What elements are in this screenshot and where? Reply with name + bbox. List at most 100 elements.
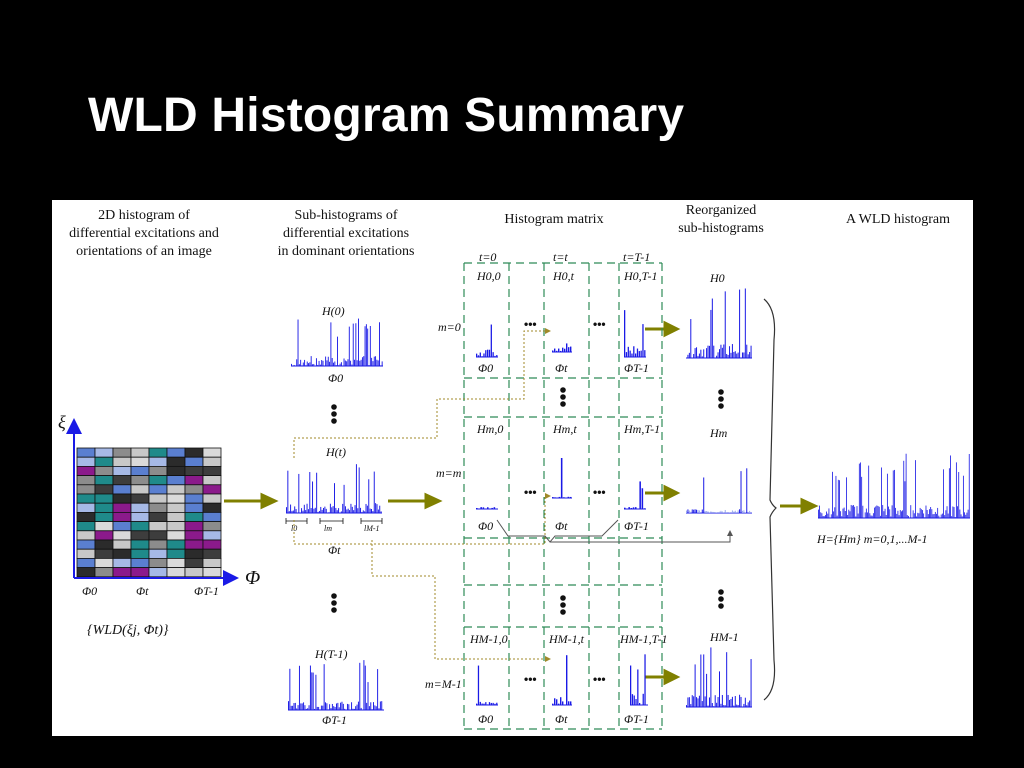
hist-bar (375, 503, 377, 513)
grid-cell (166, 548, 186, 559)
grid-cell (166, 530, 186, 541)
hist-bar (346, 703, 348, 710)
hist-bar (633, 346, 635, 357)
hist-bar (905, 453, 907, 518)
hist-bar (741, 510, 743, 513)
hist-bar (642, 693, 644, 705)
hist-bar (310, 356, 312, 366)
grid-cell (76, 548, 96, 559)
hist-bar (720, 703, 722, 707)
hist-bar (492, 352, 494, 357)
grid-cell (130, 539, 150, 550)
hist-bar (339, 363, 341, 366)
grid-cell (112, 456, 132, 467)
hist-bar (749, 700, 751, 707)
phi-r0-c0: Φ0 (478, 361, 493, 375)
hist-bar (485, 702, 487, 705)
hist-bar (377, 669, 379, 710)
seg-lm: lm (324, 524, 332, 533)
grid-cell (184, 502, 204, 513)
hist-bar (292, 510, 294, 513)
hist-bar (950, 455, 951, 518)
hist-bar (371, 709, 373, 710)
hist-bar (476, 507, 478, 509)
caption-col1-line2: differential excitations and (69, 226, 219, 241)
hist-bar (362, 510, 364, 513)
hist-bar (379, 701, 381, 710)
hist-bar (313, 508, 315, 513)
y-axis-symbol: ξ (58, 412, 66, 432)
hist-bar (701, 356, 703, 358)
guide-lines (293, 328, 551, 662)
hist-bar (862, 505, 864, 518)
hist-bar (625, 352, 628, 357)
hist-bar (493, 507, 496, 509)
hist-bar (560, 458, 563, 498)
grid-cell (202, 456, 222, 467)
hist-bar (305, 365, 307, 366)
grid-cell (130, 484, 150, 495)
hist-bar (741, 352, 743, 358)
hist-bar (624, 507, 626, 509)
dot (718, 396, 724, 402)
dot (560, 387, 566, 393)
arrows-olive (224, 320, 819, 686)
hist-bar (826, 511, 827, 518)
grid-cell (166, 447, 186, 458)
hist-bar (290, 504, 292, 513)
hist-bar (923, 513, 925, 518)
hist-bar (940, 514, 942, 518)
hist-bar (937, 507, 939, 518)
guide-bottom (371, 540, 551, 662)
hist-bar (331, 507, 333, 513)
hist-bar (739, 289, 741, 358)
hist-bar (637, 669, 639, 705)
phi-r2-c0: Φ0 (478, 712, 493, 726)
matrix-col-tt: t=t (553, 250, 568, 264)
hist-bar (314, 507, 316, 513)
hist-bar (322, 705, 324, 710)
hist-bar (328, 512, 330, 513)
hist-bar (872, 513, 874, 518)
hist-bar (713, 706, 715, 707)
hist-bar (301, 703, 303, 710)
hist-bar (832, 471, 833, 518)
hist-bar (317, 364, 319, 366)
hist-bar (371, 508, 372, 513)
hist-bar (485, 350, 487, 357)
hist-bar (496, 355, 498, 357)
hist-bar (308, 363, 310, 366)
hist-bar (338, 508, 340, 513)
dot (718, 603, 724, 609)
hist-bar (296, 359, 298, 366)
hist-bar (906, 515, 908, 518)
hist-bar (892, 470, 894, 518)
hist-bar (364, 326, 366, 366)
hist-bar (629, 350, 631, 357)
hist-bar (687, 697, 689, 707)
hist-bar (293, 364, 295, 366)
hist-bar (957, 506, 958, 518)
hist-bar (334, 483, 335, 513)
reorg-label-hm: Hm (709, 426, 728, 440)
reorg-hist-m (686, 468, 752, 514)
hist-bar (479, 701, 481, 705)
matrix-row-m0: m=0 (438, 320, 461, 334)
hist-bar (899, 510, 901, 518)
grid-cell (148, 447, 168, 458)
hist-bar (750, 659, 752, 707)
hist-bar (886, 473, 888, 518)
hist-bar (292, 705, 294, 710)
hist-bar (933, 514, 935, 518)
cell-HMt: HM-1,t (548, 632, 585, 646)
hist-bar (737, 705, 739, 707)
hist-bar (379, 322, 380, 366)
hist-bar (308, 705, 310, 710)
hist-bar (294, 702, 296, 710)
hist-bar (910, 505, 912, 518)
hist-bar (556, 350, 558, 352)
grid-cell (130, 530, 150, 541)
hist-bar (856, 506, 858, 518)
hist-bar (321, 509, 323, 513)
hist-bar (749, 510, 751, 513)
